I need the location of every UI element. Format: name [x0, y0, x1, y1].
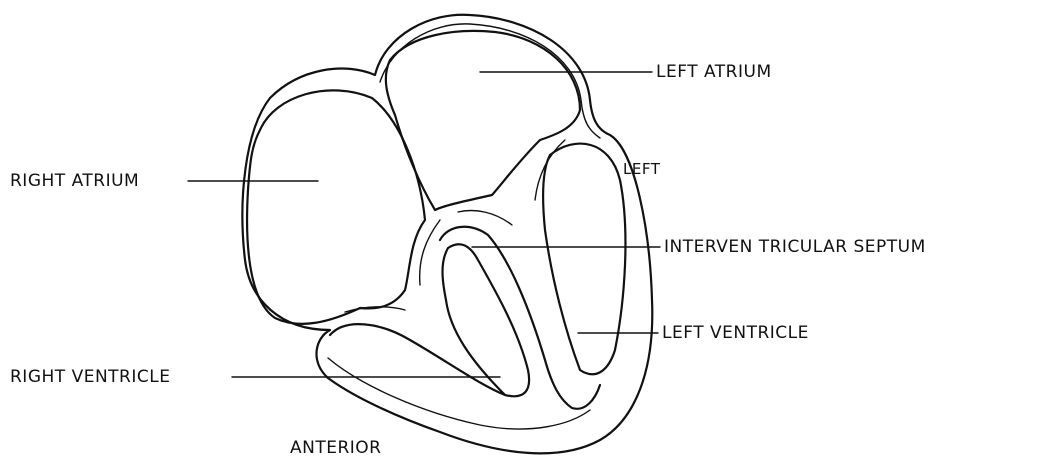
label-anterior: ANTERIOR [290, 440, 382, 457]
label-right-atrium: RIGHT ATRIUM [10, 173, 139, 190]
label-right-ventricle: RIGHT VENTRICLE [10, 369, 170, 386]
right-ventricle-cavity [330, 244, 529, 396]
label-left: LEFT [623, 162, 660, 177]
left-atrium-cavity [386, 31, 580, 210]
label-left-ventricle: LEFT VENTRICLE [662, 325, 809, 342]
septum-boundary [440, 227, 600, 409]
left-ventricle-cavity [543, 144, 625, 375]
septum-flap [420, 220, 440, 285]
heart-inner-wall [380, 24, 600, 138]
heart-outer-outline [242, 15, 652, 454]
tricuspid-flap [458, 211, 512, 225]
label-interventricular-septum: INTERVEN TRICULAR SEPTUM [664, 239, 926, 256]
label-left-atrium: LEFT ATRIUM [656, 64, 772, 81]
